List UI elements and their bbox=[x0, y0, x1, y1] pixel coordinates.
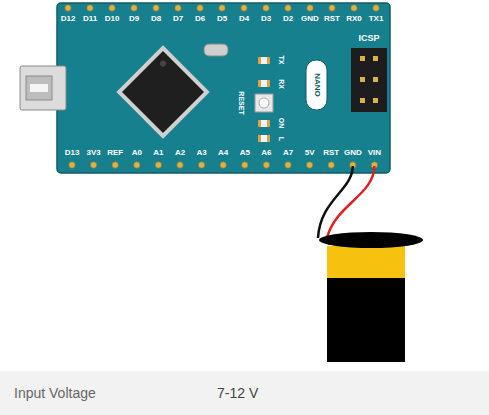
button-label: RESET bbox=[238, 91, 245, 114]
pin-label: 3V3 bbox=[86, 149, 100, 157]
usb-connector bbox=[20, 66, 66, 110]
crystal bbox=[204, 44, 228, 56]
pin-pads bbox=[65, 5, 379, 168]
pin-label: A0 bbox=[132, 149, 142, 157]
board-name: NANO bbox=[313, 73, 321, 97]
microcontroller-chip bbox=[116, 45, 209, 138]
led-label: L bbox=[278, 137, 285, 141]
pin-label: RST bbox=[324, 15, 340, 23]
table-cell: 7-12 V bbox=[217, 386, 258, 400]
pin-label: RX0 bbox=[346, 15, 362, 23]
pin-label: D2 bbox=[283, 15, 293, 23]
pin-label: D7 bbox=[173, 15, 183, 23]
pin-label: D13 bbox=[65, 149, 80, 157]
vin-wire bbox=[327, 166, 374, 238]
pin-label: D9 bbox=[129, 15, 139, 23]
pin-label: A7 bbox=[283, 149, 293, 157]
pin-label: REF bbox=[107, 149, 123, 157]
led-label: TX bbox=[278, 56, 285, 65]
pin-label: D5 bbox=[217, 15, 227, 23]
pin-label: D4 bbox=[239, 15, 249, 23]
pin-label: A2 bbox=[175, 149, 185, 157]
pin-label: 5V bbox=[305, 149, 315, 157]
pin-label: D11 bbox=[83, 15, 97, 23]
pin-label: GND bbox=[301, 15, 319, 23]
pin-label: A1 bbox=[153, 149, 163, 157]
table-row bbox=[0, 371, 489, 415]
icsp-header bbox=[351, 48, 387, 112]
pin-label: GND bbox=[344, 149, 362, 157]
pin-label: D8 bbox=[151, 15, 161, 23]
header-label: ICSP bbox=[358, 34, 379, 43]
led-symbols bbox=[258, 57, 270, 142]
pin-label: RST bbox=[323, 149, 339, 157]
table-cell: Input Voltage bbox=[14, 386, 96, 400]
led-label: RX bbox=[278, 79, 285, 89]
battery bbox=[319, 232, 423, 362]
pin-label: D10 bbox=[105, 15, 120, 23]
pin-label: A6 bbox=[261, 149, 271, 157]
pin-label: D12 bbox=[61, 15, 76, 23]
pin-label: D6 bbox=[195, 15, 205, 23]
led-label: ON bbox=[278, 118, 285, 129]
ground-wire bbox=[318, 166, 353, 238]
pin-label: A3 bbox=[196, 149, 206, 157]
pin-label: A4 bbox=[218, 149, 228, 157]
pin-label: TX1 bbox=[369, 15, 384, 23]
reset-button bbox=[255, 94, 273, 112]
nano-badge bbox=[306, 60, 327, 110]
pin-label: VIN bbox=[368, 149, 381, 157]
pin-label: D3 bbox=[261, 15, 271, 23]
circuit-board bbox=[57, 3, 390, 173]
pin-label: A5 bbox=[240, 149, 250, 157]
